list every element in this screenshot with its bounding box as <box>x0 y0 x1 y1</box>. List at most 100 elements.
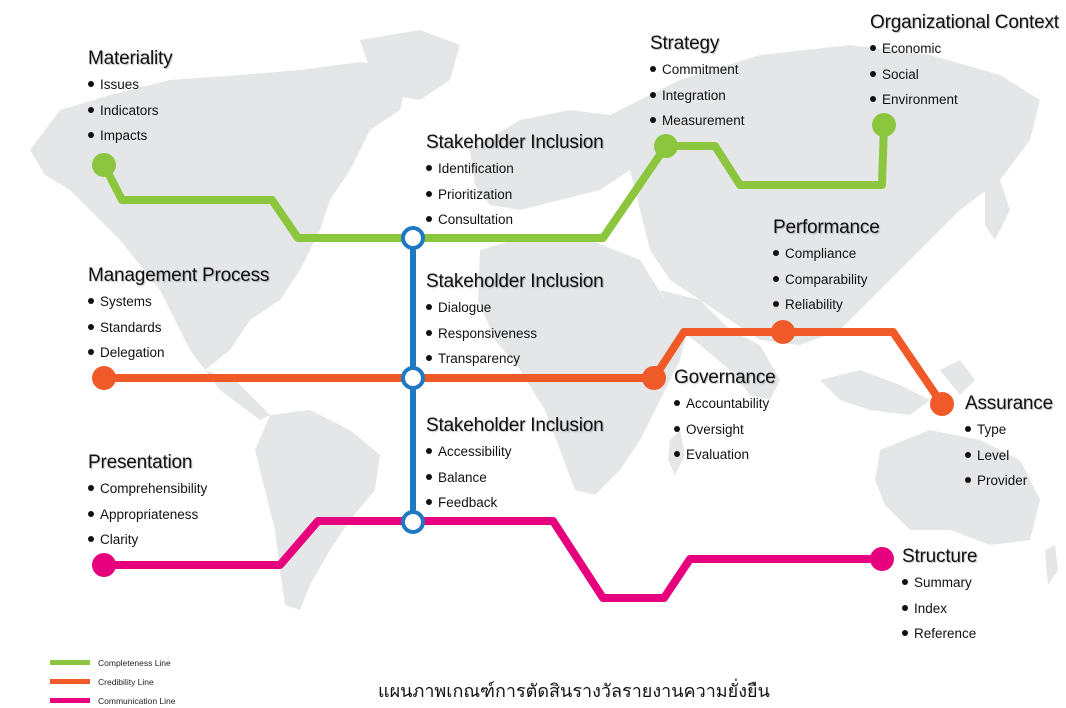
station-item-label: Reference <box>914 626 977 641</box>
station-item-label: Delegation <box>100 345 165 360</box>
bullet-icon <box>426 304 432 310</box>
station-dot-materiality <box>92 153 116 177</box>
bullet-icon <box>426 190 432 197</box>
station-item: Oversight <box>674 420 776 446</box>
station-item-label: Balance <box>438 469 487 485</box>
bullet-icon <box>426 473 432 480</box>
station-item: Prioritization <box>426 185 603 211</box>
interchange-ring-3 <box>401 510 425 534</box>
communication-line <box>100 517 886 602</box>
station-item-label: Appropriateness <box>100 506 199 522</box>
legend-label: Communication Line <box>98 696 176 706</box>
bullet-icon <box>773 301 779 307</box>
interchange-ring-1 <box>401 226 425 250</box>
legend-swatch <box>50 679 90 684</box>
station-item-label: Type <box>977 422 1007 437</box>
station-item: Environment <box>870 90 1059 116</box>
station-dot-assurance <box>930 392 954 416</box>
bullet-icon <box>902 579 908 585</box>
bullet-icon <box>650 91 656 98</box>
station-dot-management <box>92 366 116 390</box>
legend-label: Completeness Line <box>98 658 171 668</box>
station-item: Reference <box>902 624 977 650</box>
station-title: Governance <box>674 367 776 388</box>
station-item-label: Measurement <box>662 113 745 128</box>
bullet-icon <box>88 132 94 138</box>
station-item: Accessibility <box>426 442 603 468</box>
station-title: Performance <box>773 217 880 238</box>
bullet-icon <box>870 96 876 102</box>
station-item-label: Level <box>977 447 1010 463</box>
station-dot-performance <box>771 320 795 344</box>
station-item-label: Issues <box>100 77 140 92</box>
bullet-icon <box>965 477 971 483</box>
station-item: Evaluation <box>674 445 776 471</box>
station-item-label: Consultation <box>438 212 514 227</box>
station-item-label: Reliability <box>785 297 843 312</box>
station-item: Economic <box>870 39 1059 65</box>
station-item-label: Accountability <box>686 396 770 411</box>
station-item: Comparability <box>773 270 880 296</box>
station-item-label: Prioritization <box>438 186 513 202</box>
station-dot-org-context <box>872 113 896 137</box>
station-item: Appropriateness <box>88 505 207 531</box>
station-item: Dialogue <box>426 298 603 324</box>
bullet-icon <box>88 485 94 491</box>
station-title: Stakeholder Inclusion <box>426 415 604 436</box>
bullet-icon <box>426 355 432 361</box>
station-item: Systems <box>88 292 269 318</box>
station-title: Structure <box>902 546 978 567</box>
bullet-icon <box>426 448 432 454</box>
station-item: Balance <box>426 468 603 494</box>
credibility-line <box>100 328 946 408</box>
station-item-label: Provider <box>977 473 1028 488</box>
station-item: Issues <box>88 75 172 101</box>
station-item: Feedback <box>426 493 603 519</box>
bullet-icon <box>902 630 908 636</box>
station-title: Management Process <box>88 265 270 286</box>
bullet-icon <box>870 45 876 51</box>
footer-title: แผนภาพเกณฑ์การตัดสินรางวัลรายงานความยั่ง… <box>378 681 770 702</box>
legend-label: Credibility Line <box>98 677 154 687</box>
station-item: Accountability <box>674 394 776 420</box>
station-item: Index <box>902 599 977 625</box>
interchange-ring-2 <box>401 366 425 390</box>
bullet-icon <box>426 216 432 222</box>
station-title: Strategy <box>650 33 720 54</box>
bullet-icon <box>88 298 94 304</box>
station-item: Social <box>870 65 1059 91</box>
bullet-icon <box>773 250 779 256</box>
world-map-background <box>30 30 1058 610</box>
station-item: Consultation <box>426 210 603 236</box>
bullet-icon <box>88 536 94 542</box>
station-title: Materiality <box>88 48 173 69</box>
station-item: Commitment <box>650 60 745 86</box>
station-item-label: Integration <box>662 87 726 103</box>
station-dot-presentation <box>92 553 116 577</box>
station-item-label: Indicators <box>100 102 159 118</box>
station-item: Clarity <box>88 530 207 556</box>
station-item-label: Impacts <box>100 128 148 143</box>
station-item-label: Commitment <box>662 62 739 77</box>
station-item: Identification <box>426 159 603 185</box>
bullet-icon <box>674 451 680 457</box>
bullet-icon <box>674 425 680 432</box>
station-item-label: Summary <box>914 575 972 590</box>
bullet-icon <box>674 400 680 406</box>
